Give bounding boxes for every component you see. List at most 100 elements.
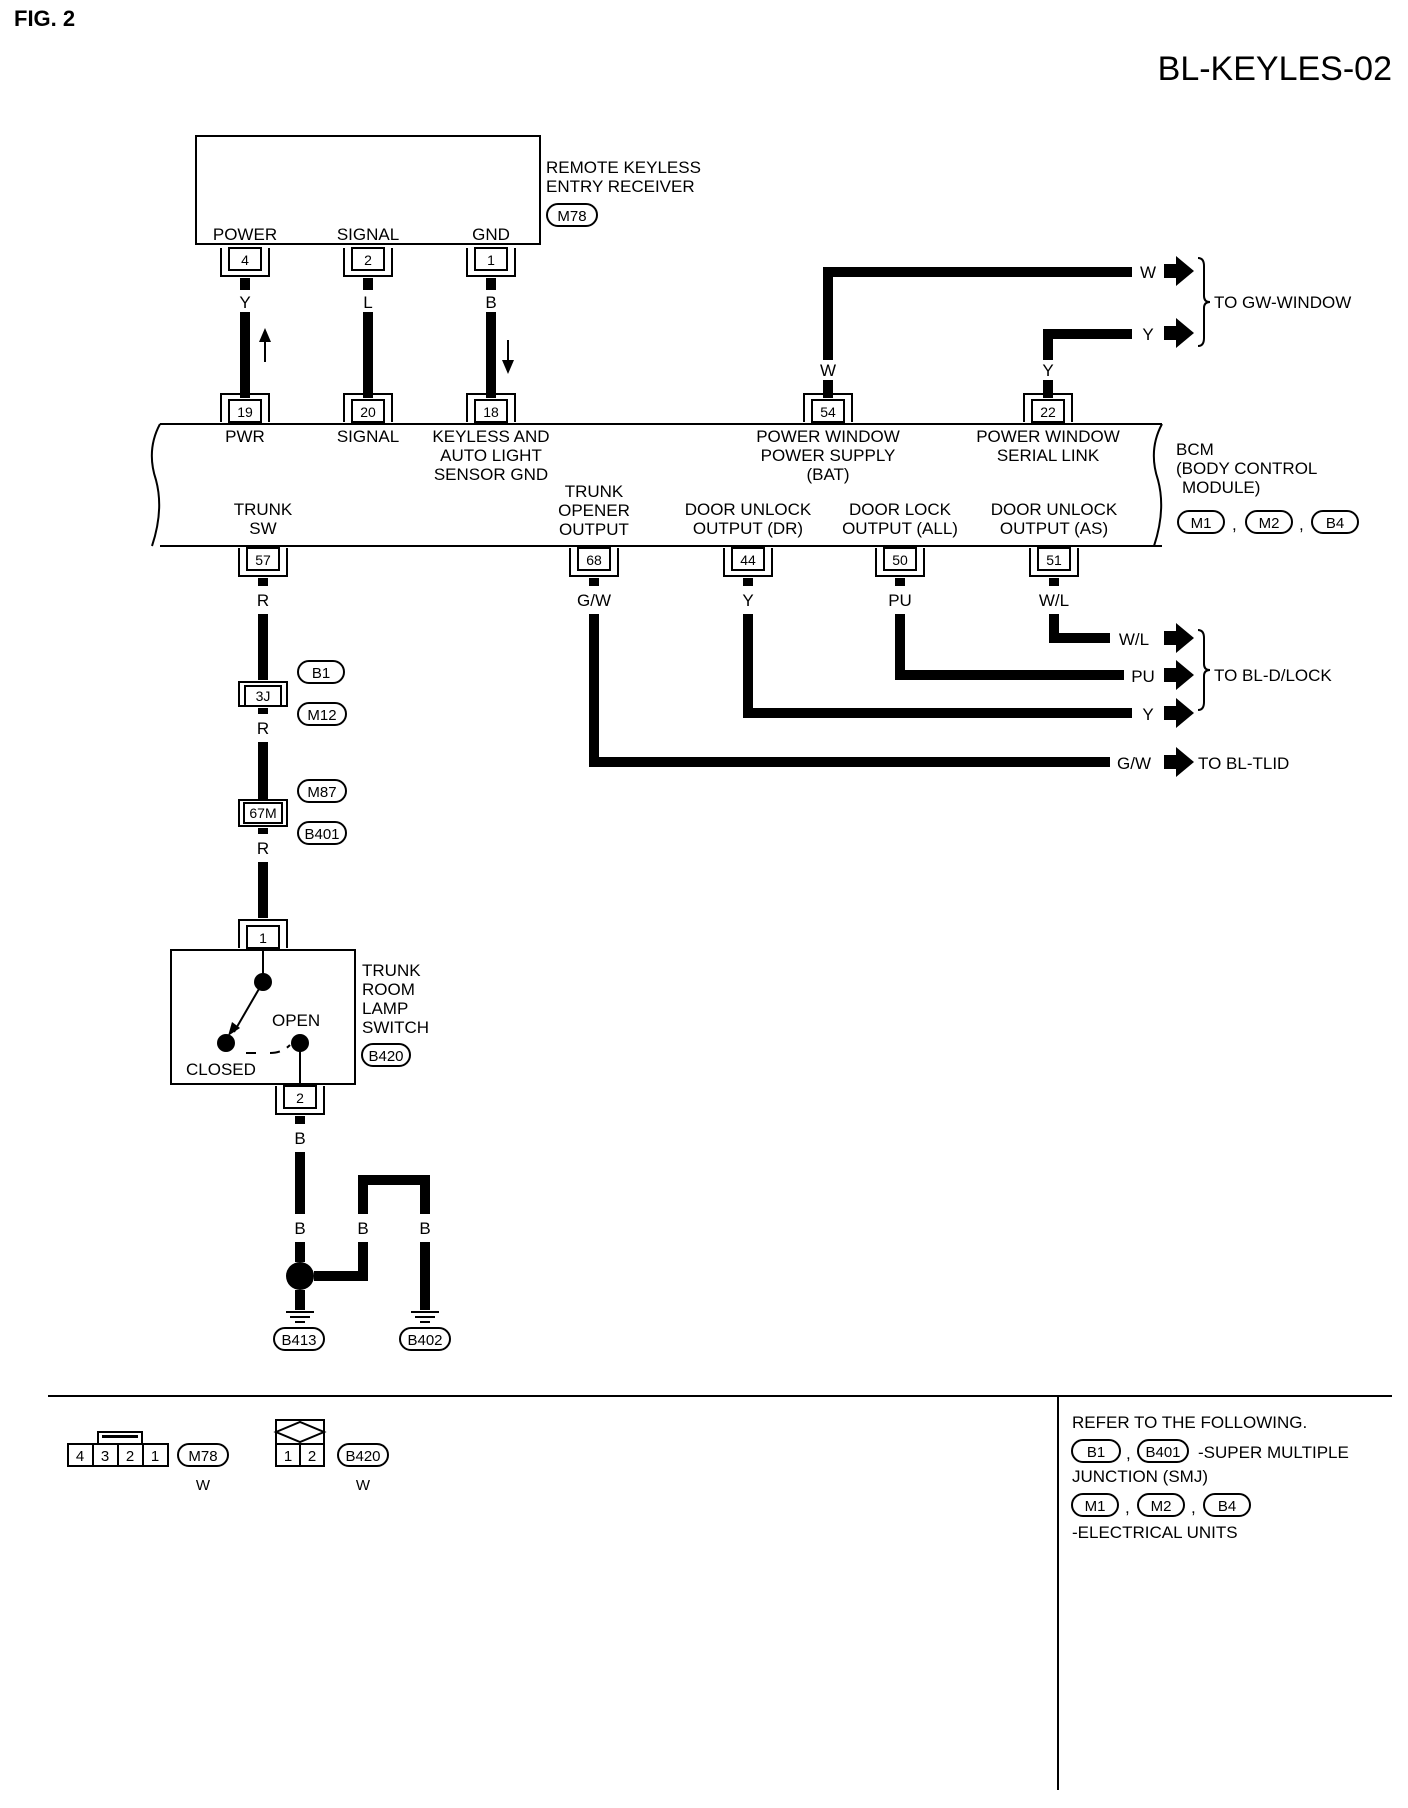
svg-text:22: 22 (1040, 404, 1056, 420)
svg-text:M1: M1 (1191, 515, 1212, 532)
svg-text:B420: B420 (345, 1448, 380, 1465)
trunk-switch-pin-2: 2 (275, 1085, 325, 1115)
bcm-module: PWR SIGNAL KEYLESS AND AUTO LIGHT SENSOR… (150, 423, 1163, 547)
switch-open-label: OPEN (272, 1011, 320, 1030)
svg-text:W: W (356, 1477, 371, 1494)
svg-text:1: 1 (151, 1448, 159, 1465)
dlock-wire-label-y: Y (1142, 705, 1153, 724)
svg-text:B401: B401 (304, 826, 339, 843)
svg-text:67M: 67M (249, 805, 276, 821)
switch-connector-id: B420 (368, 1048, 403, 1065)
svg-text:,: , (1125, 1498, 1130, 1517)
receiver-pin-gnd: 1 (466, 247, 516, 277)
svg-text:3J: 3J (256, 688, 271, 704)
svg-text:1: 1 (284, 1448, 292, 1465)
svg-text:3: 3 (101, 1448, 109, 1465)
ground-icon (286, 1311, 314, 1323)
bcm-pin-57: 57 (238, 547, 288, 577)
refer-smj-text-1: -SUPER MULTIPLE (1198, 1443, 1349, 1462)
svg-text:57: 57 (255, 552, 271, 568)
wire-pu-lock-all (895, 614, 1124, 680)
bcm-title-2: (BODY CONTROL (1176, 459, 1317, 478)
refer-title: REFER TO THE FOLLOWING. (1072, 1413, 1307, 1432)
bcm-pin-68: 68 (569, 547, 619, 577)
svg-text:B4: B4 (1218, 1498, 1236, 1515)
wire-label-r-1: R (257, 591, 269, 610)
bcm-pin-50: 50 (875, 547, 925, 577)
bcm-label-opener-1: TRUNK (565, 482, 624, 501)
svg-text:B1: B1 (1087, 1444, 1105, 1461)
svg-text:44: 44 (740, 552, 756, 568)
tlid-destination: TO BL-TLID (1198, 754, 1289, 773)
bcm-pin-18: 18 (466, 393, 516, 423)
dlock-brace (1197, 629, 1211, 711)
svg-text:2: 2 (126, 1448, 134, 1465)
receiver-pin-label-signal: SIGNAL (337, 225, 399, 244)
bcm-label-pw-supply-3: (BAT) (806, 465, 849, 484)
arrow-right-icon (1164, 698, 1194, 728)
figure-number: FIG. 2 (14, 6, 75, 31)
smj-connector-67m: 67M M87 B401 (238, 779, 347, 845)
dlock-wire-label-pu: PU (1131, 667, 1155, 686)
wire-label-wl: W/L (1039, 591, 1069, 610)
bcm-label-pwr: PWR (225, 427, 265, 446)
svg-text:4: 4 (241, 252, 249, 268)
bcm-label-signal: SIGNAL (337, 427, 399, 446)
svg-text:20: 20 (360, 404, 376, 420)
svg-text:,: , (1126, 1444, 1131, 1463)
receiver-connector-badge (546, 203, 598, 227)
wire-label-b-main: B (294, 1129, 305, 1148)
svg-text:2: 2 (296, 1090, 304, 1106)
wire-label-l: L (363, 293, 372, 312)
wire-y-unlock-dr (743, 614, 1132, 718)
receiver-connector-id: M78 (557, 208, 586, 225)
wire-label-b-3: B (357, 1219, 368, 1238)
bcm-label-unlock-as-1: DOOR UNLOCK (991, 500, 1118, 519)
switch-title-4: SWITCH (362, 1018, 429, 1037)
dlock-wire-label-wl: W/L (1119, 630, 1149, 649)
svg-text:4: 4 (76, 1448, 84, 1465)
ground-icon (411, 1311, 439, 1323)
switch-connector-badge (361, 1043, 411, 1067)
receiver-title-1: REMOTE KEYLESS (546, 158, 701, 177)
bcm-label-pw-supply-2: POWER SUPPLY (761, 446, 896, 465)
bcm-label-lock-all-1: DOOR LOCK (849, 500, 952, 519)
smj-connector-3j: 3J B1 M12 (238, 660, 347, 726)
trunk-room-lamp-switch: OPEN CLOSED (170, 949, 356, 1085)
bcm-pin-20: 20 (343, 393, 393, 423)
gw-wire-label-w: W (1140, 263, 1156, 282)
bcm-label-unlock-as-2: OUTPUT (AS) (1000, 519, 1108, 538)
svg-text:M2: M2 (1151, 1498, 1172, 1515)
switch-closed-label: CLOSED (186, 1060, 256, 1079)
bcm-pin-22: 22 (1023, 393, 1073, 423)
svg-text:51: 51 (1046, 552, 1062, 568)
svg-text:,: , (1232, 515, 1237, 534)
wire-label-r-2: R (257, 719, 269, 738)
bcm-pin-51: 51 (1029, 547, 1079, 577)
gw-wire-label-y: Y (1142, 325, 1153, 344)
receiver-title-2: ENTRY RECEIVER (546, 177, 695, 196)
bcm-connector-badges: M1 , M2 , B4 (1177, 510, 1359, 534)
svg-text:W: W (196, 1477, 211, 1494)
svg-text:,: , (1191, 1498, 1196, 1517)
bcm-label-unlock-dr-2: OUTPUT (DR) (693, 519, 803, 538)
svg-text:M87: M87 (307, 784, 336, 801)
current-up-arrow (259, 328, 271, 362)
svg-text:2: 2 (364, 252, 372, 268)
ground-id-2: B402 (407, 1332, 442, 1349)
current-down-arrow (502, 340, 514, 374)
wire-label-gw: G/W (577, 591, 611, 610)
receiver-pin-label-power: POWER (213, 225, 277, 244)
svg-text:M12: M12 (307, 707, 336, 724)
ground-badge-2 (399, 1327, 451, 1351)
svg-text:68: 68 (586, 552, 602, 568)
wire-gw-trunk-opener (589, 614, 1110, 767)
wire-label-y-dr: Y (742, 591, 753, 610)
wire-label-y: Y (239, 293, 250, 312)
wire-label-pu: PU (888, 591, 912, 610)
wire-w-power-window-supply (823, 267, 1132, 360)
svg-text:1: 1 (487, 252, 495, 268)
bcm-title-3: MODULE) (1182, 478, 1260, 497)
bcm-label-keyless-3: SENSOR GND (434, 465, 548, 484)
bcm-pin-19: 19 (220, 393, 270, 423)
